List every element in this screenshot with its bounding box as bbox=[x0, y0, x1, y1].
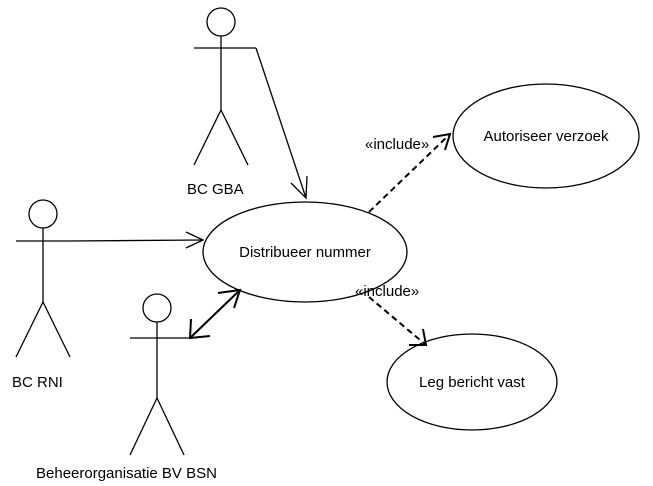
use-case-label-autoriseer: Autoriseer verzoek bbox=[483, 128, 609, 145]
use-case-distribueer-nummer[interactable] bbox=[202, 201, 408, 303]
include-label-2: «include» bbox=[355, 283, 419, 300]
include-distribueer-autoriseer bbox=[368, 132, 452, 213]
use-case-autoriseer-verzoek[interactable] bbox=[452, 83, 640, 189]
actor-bc-gba[interactable] bbox=[193, 7, 256, 166]
association-rni-distribueer bbox=[69, 231, 205, 249]
use-case-label-leg: Leg bericht vast bbox=[419, 374, 526, 391]
use-case-leg-bericht-vast[interactable] bbox=[386, 333, 558, 431]
actor-label-bc-gba: BC GBA bbox=[187, 181, 244, 198]
association-beheer-distribueer bbox=[188, 288, 242, 340]
use-case-label-distribueer: Distribueer nummer bbox=[239, 244, 371, 261]
actor-label-beheerorganisatie: Beheerorganisatie BV BSN bbox=[36, 465, 217, 482]
actor-beheerorganisatie[interactable] bbox=[129, 293, 190, 456]
actor-label-bc-rni: BC RNI bbox=[12, 374, 63, 391]
actor-bc-rni[interactable] bbox=[15, 199, 71, 358]
include-distribueer-leg bbox=[368, 296, 428, 346]
association-gba-distribueer bbox=[255, 47, 308, 200]
include-label-1: «include» bbox=[365, 136, 429, 153]
